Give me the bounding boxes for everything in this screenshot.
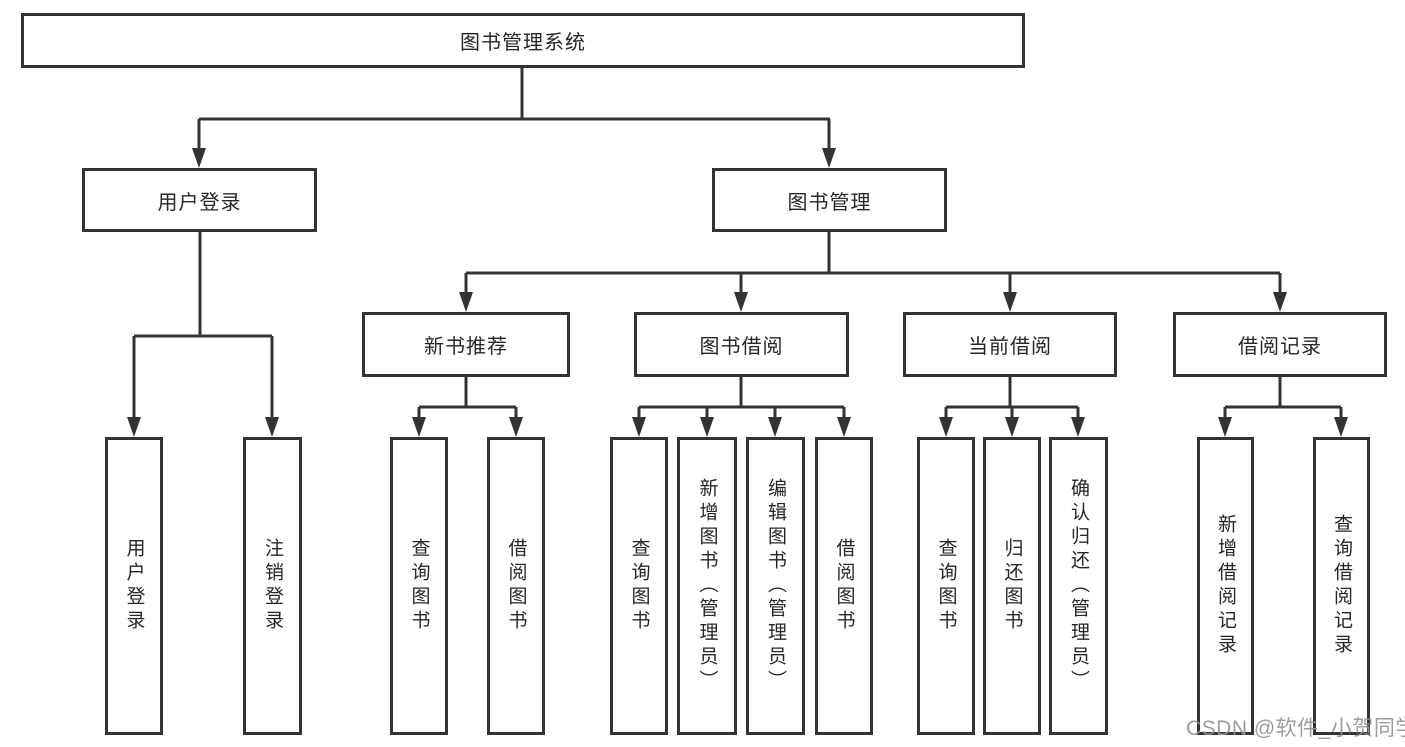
node-label: 图书借阅: [699, 336, 784, 358]
node-label: 归还图书: [1001, 538, 1023, 634]
node-label: 新书推荐: [424, 336, 508, 358]
node-label: 当前借阅: [968, 336, 1052, 358]
leaf-user-login: 用户登录: [105, 437, 163, 735]
node-borrow-records: 借阅记录: [1173, 312, 1387, 377]
node-label: 借阅记录: [1238, 336, 1322, 358]
leaf-return-books: 归还图书: [983, 437, 1041, 735]
node-label: 查询图书: [935, 538, 957, 634]
node-label: 查询借阅记录: [1331, 514, 1352, 658]
node-label: 用户登录: [123, 538, 145, 634]
node-label: 图书管理系统: [460, 32, 586, 54]
node-label: 确认归还（管理员）: [1068, 478, 1089, 694]
leaf-borrow-books: 借阅图书: [815, 437, 873, 735]
leaf-query-books-borrow: 查询图书: [610, 437, 668, 735]
node-new-book-recommend: 新书推荐: [362, 312, 570, 377]
node-label: 编辑图书（管理员）: [765, 478, 786, 694]
leaf-query-borrow-record: 查询借阅记录: [1313, 437, 1370, 735]
node-current-borrow: 当前借阅: [903, 312, 1117, 377]
leaf-borrow-books-recommend: 借阅图书: [487, 437, 545, 735]
node-label: 查询图书: [628, 538, 650, 634]
leaf-logout: 注销登录: [243, 437, 302, 735]
node-book-borrow: 图书借阅: [634, 312, 849, 377]
leaf-query-books-recommend: 查询图书: [390, 437, 448, 735]
node-label: 借阅图书: [505, 538, 527, 634]
node-user-login: 用户登录: [82, 168, 317, 232]
leaf-query-books-current: 查询图书: [917, 437, 975, 735]
node-book-management: 图书管理: [712, 168, 947, 232]
node-label: 新增图书（管理员）: [696, 478, 718, 694]
leaf-add-borrow-record: 新增借阅记录: [1197, 437, 1254, 735]
node-label: 查询图书: [408, 538, 430, 634]
node-label: 图书管理: [787, 191, 872, 214]
watermark: CSDN @软件_小贺同学: [1186, 717, 1405, 740]
leaf-edit-books-admin: 编辑图书（管理员）: [746, 437, 805, 735]
node-label: 新增借阅记录: [1215, 514, 1236, 658]
node-label: 注销登录: [262, 538, 283, 634]
leaf-confirm-return-admin: 确认归还（管理员）: [1049, 437, 1108, 735]
node-root-system: 图书管理系统: [21, 13, 1025, 68]
leaf-add-books-admin: 新增图书（管理员）: [677, 437, 737, 735]
node-label: 用户登录: [157, 191, 242, 214]
node-label: 借阅图书: [833, 538, 855, 634]
